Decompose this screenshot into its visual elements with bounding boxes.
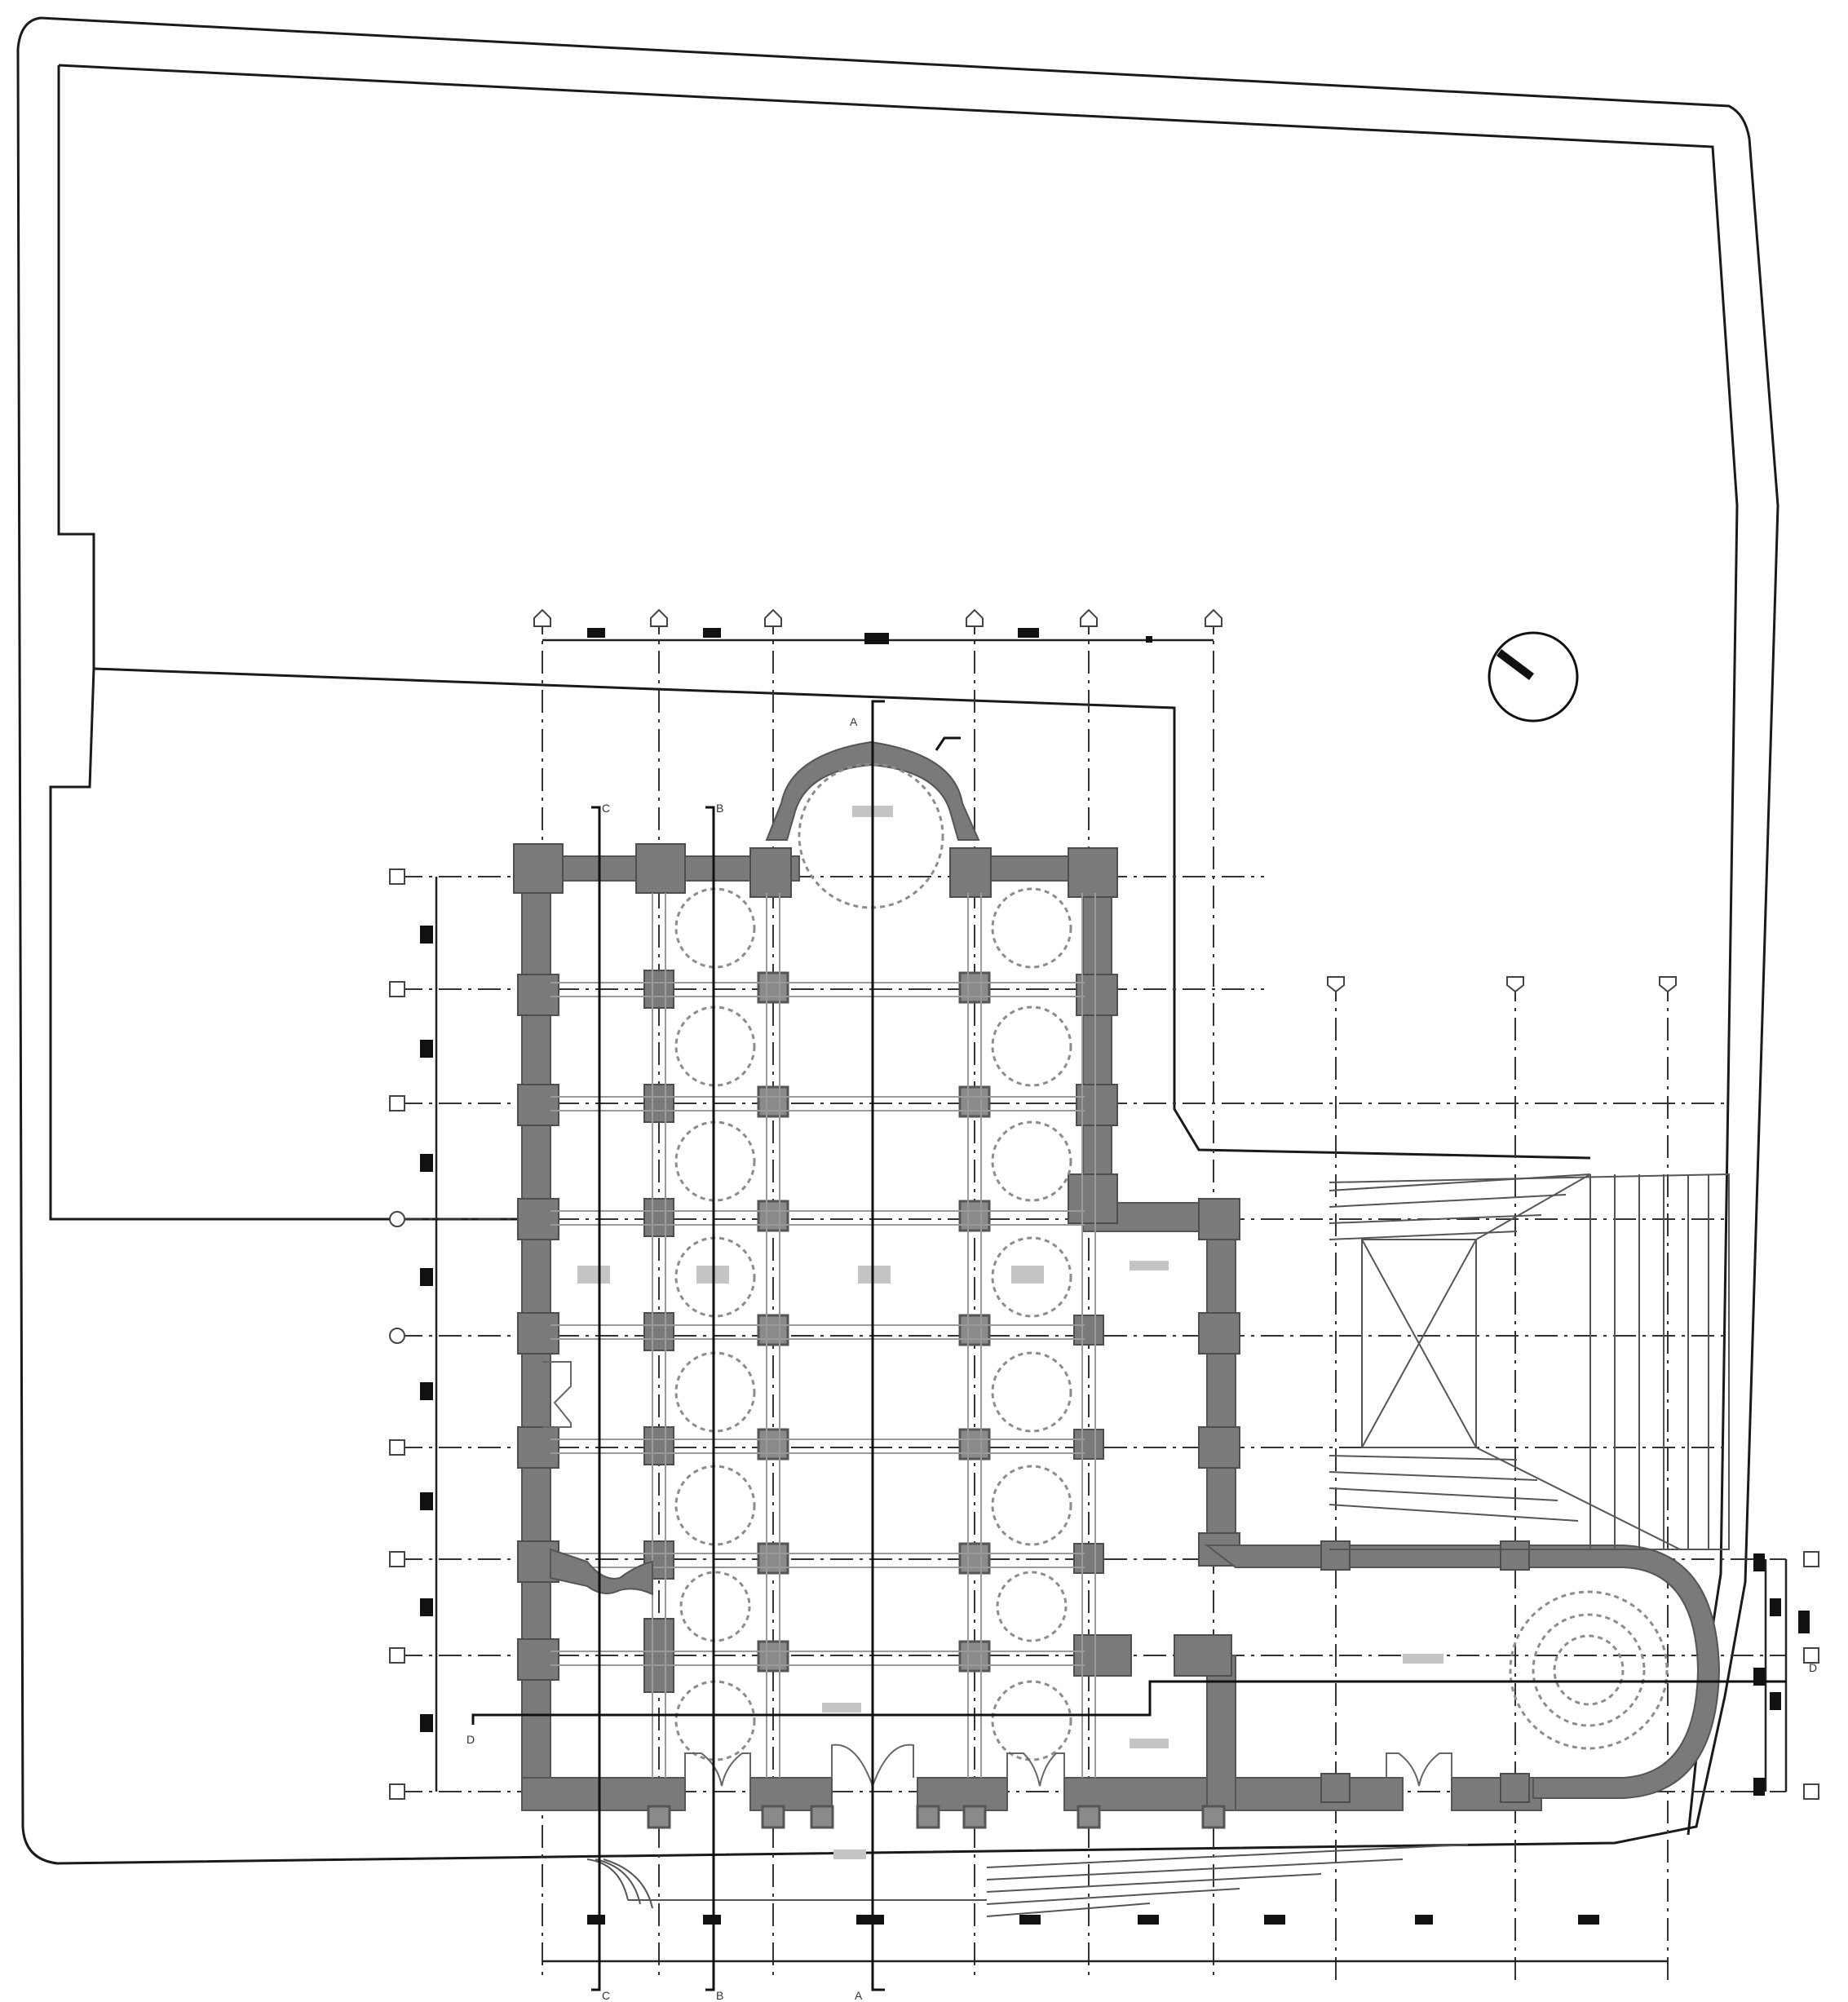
nave-walls: [521, 855, 1542, 1811]
north-arrow-icon: [1488, 631, 1579, 723]
section-lines: [471, 700, 1786, 1991]
section-b-top: B: [716, 802, 723, 815]
section-d-left: D: [466, 1733, 475, 1746]
section-d-right: D: [1809, 1661, 1817, 1674]
grid-heads: [389, 608, 1819, 1800]
arch-lines: [550, 893, 1096, 1778]
section-c-top: C: [602, 802, 610, 815]
dimension-lines: [420, 628, 1810, 1963]
interior-piers: [643, 970, 1232, 1693]
section-a-top: A: [850, 715, 858, 728]
side-entrance: [542, 1361, 653, 1596]
section-markers: A A B B C C D D: [466, 715, 1817, 2002]
apse: [765, 740, 980, 909]
wall-pilasters: [513, 843, 1240, 1681]
section-c-bottom: C: [602, 1989, 610, 2002]
column-grid: [400, 612, 1786, 1982]
section-b-bottom: B: [716, 1989, 723, 2002]
south-steps: [586, 1844, 1469, 1917]
room-labels: [577, 1261, 1169, 1859]
domes: [674, 887, 1072, 1761]
bell-tower-stairs: [1329, 1173, 1730, 1550]
site-boundary: [16, 16, 1779, 1865]
east-annex: [1205, 1540, 1721, 1803]
section-a-bottom: A: [855, 1989, 863, 2002]
porch-piers: [647, 1805, 1226, 1829]
